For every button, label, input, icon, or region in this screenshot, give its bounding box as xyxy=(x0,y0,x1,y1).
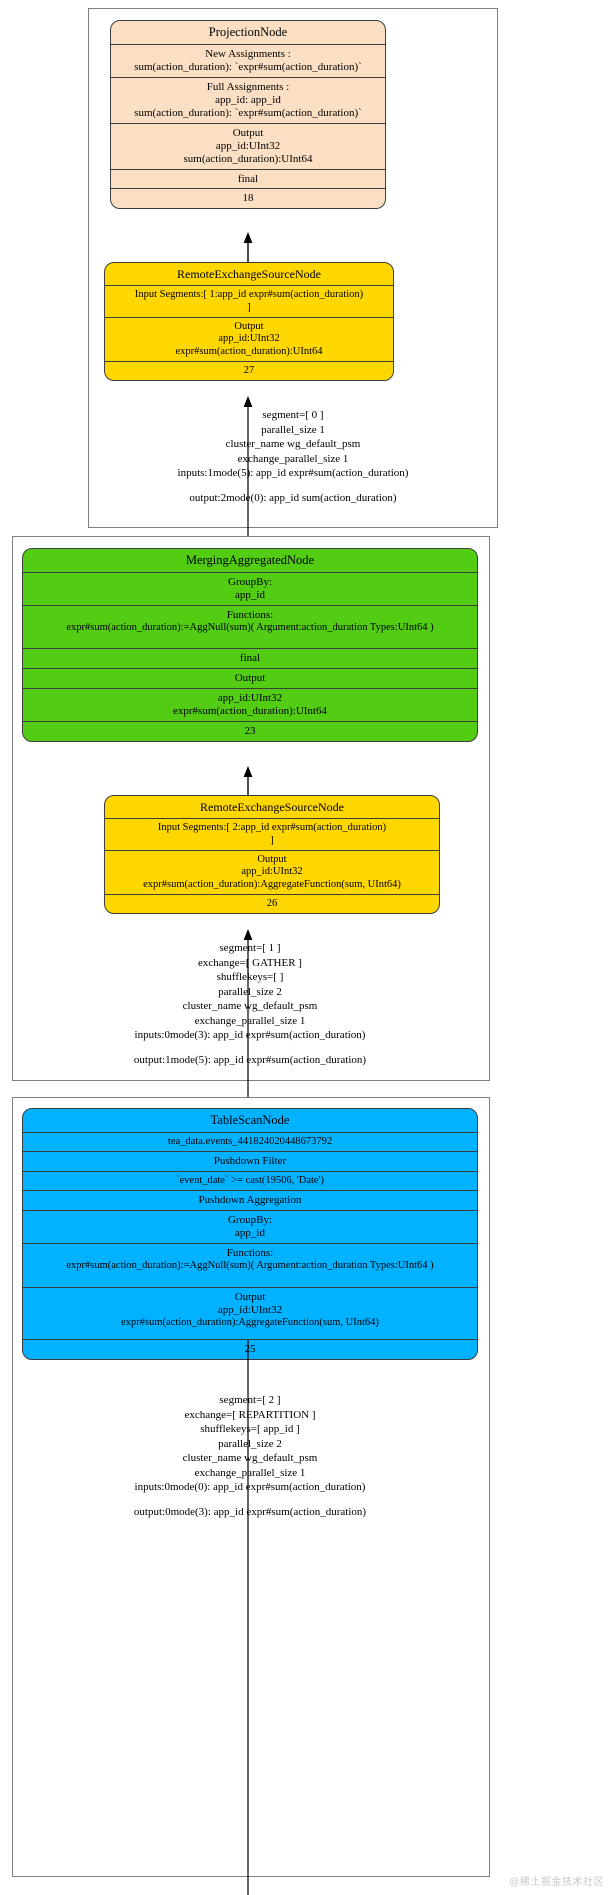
arrow-27-to-18 xyxy=(241,232,255,262)
watermark-text: @稀土掘金技术社区 xyxy=(509,1877,604,1888)
edge0-line-4: inputs:1mode(5): app_id expr#sum(action_… xyxy=(177,467,409,480)
table-scan-node-id: 25 xyxy=(23,1339,477,1359)
plan-node-projection[interactable]: ProjectionNode New Assignments : sum(act… xyxy=(110,20,386,210)
output-item-0: app_id:UInt32 xyxy=(217,1303,283,1316)
table-scan-groupby: GroupBy: app_id xyxy=(23,1210,477,1243)
plan-node-table-scan[interactable]: TableScanNode tea_data.events_4418240204… xyxy=(22,1108,478,1360)
projection-output: Output app_id:UInt32 sum(action_duration… xyxy=(111,122,385,169)
groupby-item-0: app_id xyxy=(235,588,265,601)
edge0-spacer xyxy=(88,481,498,491)
edge2-line-2: shufflekeys=[ app_id ] xyxy=(200,1423,300,1436)
remote-exchange-26-input-segments: Input Segments:[ 2:app_id expr#sum(actio… xyxy=(105,818,439,850)
merging-aggregated-groupby: GroupBy: app_id xyxy=(23,571,477,605)
output-header: Output xyxy=(234,320,264,332)
remote-exchange-27-input-segments: Input Segments:[ 1:app_id expr#sum(actio… xyxy=(105,285,393,317)
plan-node-merging-aggregated[interactable]: MergingAggregatedNode GroupBy: app_id Fu… xyxy=(22,548,478,742)
output-item-1: sum(action_duration):UInt64 xyxy=(183,152,313,165)
edge-label-segment-0: segment=[ 0 ] parallel_size 1 cluster_na… xyxy=(88,408,498,505)
input-segments-line-0: Input Segments:[ 2:app_id expr#sum(actio… xyxy=(157,822,387,834)
groupby-header: GroupBy: xyxy=(228,1214,272,1227)
edge2-output-line: output:0mode(3): app_id expr#sum(action_… xyxy=(133,1505,367,1518)
output-item-1: expr#sum(action_duration):UInt64 xyxy=(173,704,327,717)
arrow-26-to-23 xyxy=(241,766,255,796)
edge2-spacer xyxy=(22,1495,478,1505)
edge0-line-3: exchange_parallel_size 1 xyxy=(237,452,349,465)
edge0-output-line: output:2mode(0): app_id sum(action_durat… xyxy=(189,491,397,504)
edge2-line-4: cluster_name wg_default_psm xyxy=(182,1452,318,1465)
edge0-line-1: parallel_size 1 xyxy=(261,423,325,436)
table-scan-title: TableScanNode xyxy=(210,1113,290,1127)
projection-stage: final xyxy=(111,168,385,189)
edge1-spacer xyxy=(22,1043,478,1053)
projection-node-id: 18 xyxy=(111,188,385,208)
remote-exchange-27-title: RemoteExchangeSourceNode xyxy=(177,267,321,281)
edge2-line-0: segment=[ 2 ] xyxy=(219,1394,281,1406)
remote-exchange-26-title: RemoteExchangeSourceNode xyxy=(200,800,344,814)
edge1-output-line: output:1mode(5): app_id expr#sum(action_… xyxy=(133,1053,367,1066)
input-segments-line-1: ] xyxy=(270,834,274,846)
merging-aggregated-title: MergingAggregatedNode xyxy=(185,553,315,567)
merging-aggregated-stage: final xyxy=(23,648,477,668)
plan-node-remote-exchange-26[interactable]: RemoteExchangeSourceNode Input Segments:… xyxy=(104,795,440,915)
edge1-line-0: segment=[ 1 ] xyxy=(219,942,281,954)
full-assignments-item-1: sum(action_duration): `expr#sum(action_d… xyxy=(134,106,362,119)
output-header: Output xyxy=(234,1290,266,1303)
edge2-line-6: inputs:0mode(0): app_id expr#sum(action_… xyxy=(134,1481,366,1494)
full-assignments-header: Full Assignments : xyxy=(206,80,290,93)
table-scan-output: Output app_id:UInt32 expr#sum(action_dur… xyxy=(23,1286,477,1339)
projection-full-assignments: Full Assignments : app_id: app_id sum(ac… xyxy=(111,76,385,123)
functions-header: Functions: xyxy=(226,1247,274,1260)
edge2-line-5: exchange_parallel_size 1 xyxy=(194,1466,306,1479)
table-scan-table-name: tea_data.events_441824020448673792 xyxy=(23,1131,477,1151)
output-header: Output xyxy=(232,126,264,139)
output-item-0: app_id:UInt32 xyxy=(218,333,280,345)
edge1-line-3: parallel_size 2 xyxy=(218,985,282,998)
edge0-line-2: cluster_name wg_default_psm xyxy=(225,438,361,451)
input-segments-line-1: ] xyxy=(247,301,251,313)
remote-exchange-27-output: Output app_id:UInt32 expr#sum(action_dur… xyxy=(105,316,393,361)
groupby-header: GroupBy: xyxy=(228,575,272,588)
merging-aggregated-functions: Functions: expr#sum(action_duration):=Ag… xyxy=(23,604,477,648)
edge2-line-1: exchange=[ REPARTITION ] xyxy=(184,1408,316,1421)
table-scan-pushdown-filter-header: Pushdown Filter xyxy=(23,1151,477,1171)
output-item-1: expr#sum(action_duration):AggregateFunct… xyxy=(143,878,401,890)
groupby-item-0: app_id xyxy=(235,1227,265,1240)
projection-node-title: ProjectionNode xyxy=(208,25,288,39)
edge2-line-3: parallel_size 2 xyxy=(218,1437,282,1450)
edge0-line-0: segment=[ 0 ] xyxy=(262,409,324,421)
output-item-1: expr#sum(action_duration):AggregateFunct… xyxy=(121,1316,379,1328)
edge1-line-4: cluster_name wg_default_psm xyxy=(182,1000,318,1013)
merging-aggregated-output-header: Output xyxy=(23,668,477,688)
edge1-line-1: exchange=[ GATHER ] xyxy=(198,956,302,969)
remote-exchange-27-node-id: 27 xyxy=(105,361,393,380)
functions-item-0: expr#sum(action_duration):=AggNull(sum)(… xyxy=(66,1260,434,1272)
edge1-line-2: shufflekeys=[ ] xyxy=(216,971,284,984)
plan-node-remote-exchange-27[interactable]: RemoteExchangeSourceNode Input Segments:… xyxy=(104,262,394,382)
edge-label-segment-1: segment=[ 1 ] exchange=[ GATHER ] shuffl… xyxy=(22,941,478,1067)
table-scan-functions: Functions: expr#sum(action_duration):=Ag… xyxy=(23,1243,477,1286)
edge-label-segment-2: segment=[ 2 ] exchange=[ REPARTITION ] s… xyxy=(22,1393,478,1519)
remote-exchange-26-node-id: 26 xyxy=(105,894,439,913)
arrow-segment-2-line xyxy=(241,1340,255,1895)
output-item-0: app_id:UInt32 xyxy=(241,866,303,878)
output-header: Output xyxy=(257,853,287,865)
new-assignments-item: sum(action_duration): `expr#sum(action_d… xyxy=(134,60,362,73)
full-assignments-item-0: app_id: app_id xyxy=(215,93,281,106)
edge1-line-6: inputs:0mode(3): app_id expr#sum(action_… xyxy=(134,1029,366,1042)
edge1-line-5: exchange_parallel_size 1 xyxy=(194,1014,306,1027)
input-segments-line-0: Input Segments:[ 1:app_id expr#sum(actio… xyxy=(134,289,364,301)
projection-new-assignments: New Assignments : sum(action_duration): … xyxy=(111,43,385,77)
output-item-0: app_id:UInt32 xyxy=(217,691,283,704)
merging-aggregated-node-id: 23 xyxy=(23,720,477,741)
new-assignments-header: New Assignments : xyxy=(205,47,291,60)
functions-header: Functions: xyxy=(226,608,274,621)
output-item-1: expr#sum(action_duration):UInt64 xyxy=(175,345,323,357)
output-item-0: app_id:UInt32 xyxy=(215,139,281,152)
remote-exchange-26-output: Output app_id:UInt32 expr#sum(action_dur… xyxy=(105,849,439,894)
merging-aggregated-output: app_id:UInt32 expr#sum(action_duration):… xyxy=(23,687,477,721)
functions-item-0: expr#sum(action_duration):=AggNull(sum)(… xyxy=(66,621,434,633)
table-scan-pushdown-aggregation-header: Pushdown Aggregation xyxy=(23,1190,477,1210)
table-scan-pushdown-filter: `event_date` >= cast(19506, 'Date') xyxy=(23,1171,477,1190)
